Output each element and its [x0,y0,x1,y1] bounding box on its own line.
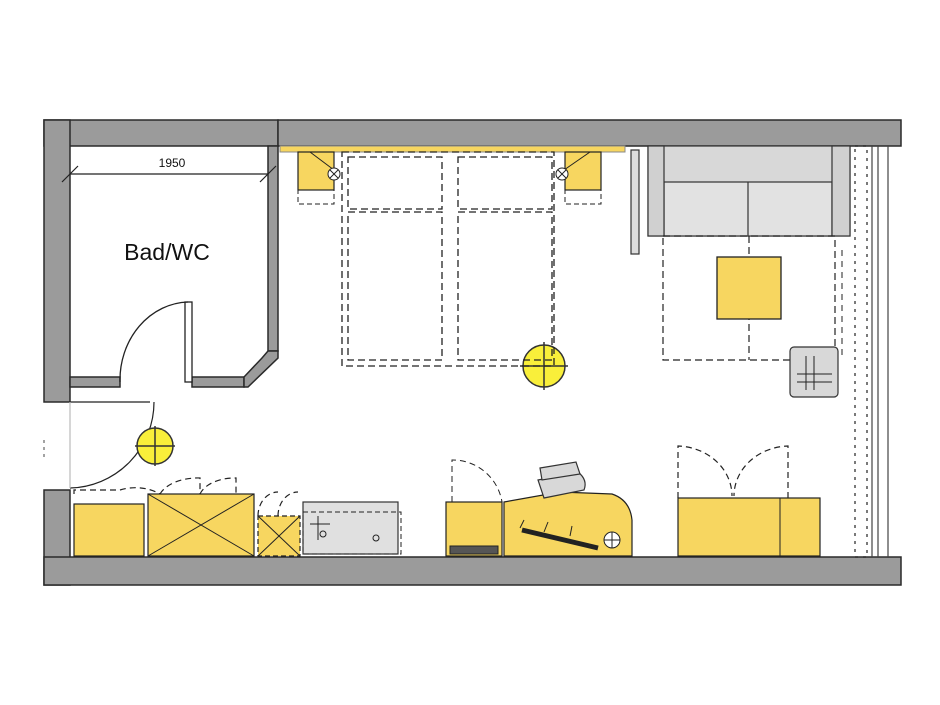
wall-bottom [43,556,902,586]
wall-bath-right [267,145,279,352]
coffee-table [716,256,782,320]
entrance-door[interactable] [43,401,155,489]
nightstand-right [555,151,602,205]
wardrobe [73,493,301,557]
bathroom: 1950 Bad/WC [61,156,277,383]
bathroom-door[interactable] [119,301,193,383]
double-bed [341,151,555,367]
wall-left-upper [43,119,71,403]
luggage-rack [302,501,402,555]
tv-cabinet [445,459,503,557]
desk-chair [537,461,586,499]
window-right [854,145,889,558]
wall-bath-bottom-right [191,376,245,388]
wall-top-right [277,119,902,147]
dresser-door-swings [677,445,789,498]
curtain-rail-top [279,145,626,153]
desk [503,491,633,557]
nightstand-left [297,151,341,205]
side-chair [789,346,839,398]
sofa [647,145,851,237]
dresser [677,497,821,557]
wardrobe-door-swings [73,477,299,517]
curtain-rail-side [630,149,640,255]
wall-bath-bottom-left [69,376,121,388]
room-label-bathroom: Bad/WC [124,239,210,265]
lamp-icon [135,426,175,466]
walls [43,119,902,586]
wall-bath-corner [243,350,279,388]
dimension-label: 1950 [159,156,186,170]
wall-top-left [43,119,279,147]
